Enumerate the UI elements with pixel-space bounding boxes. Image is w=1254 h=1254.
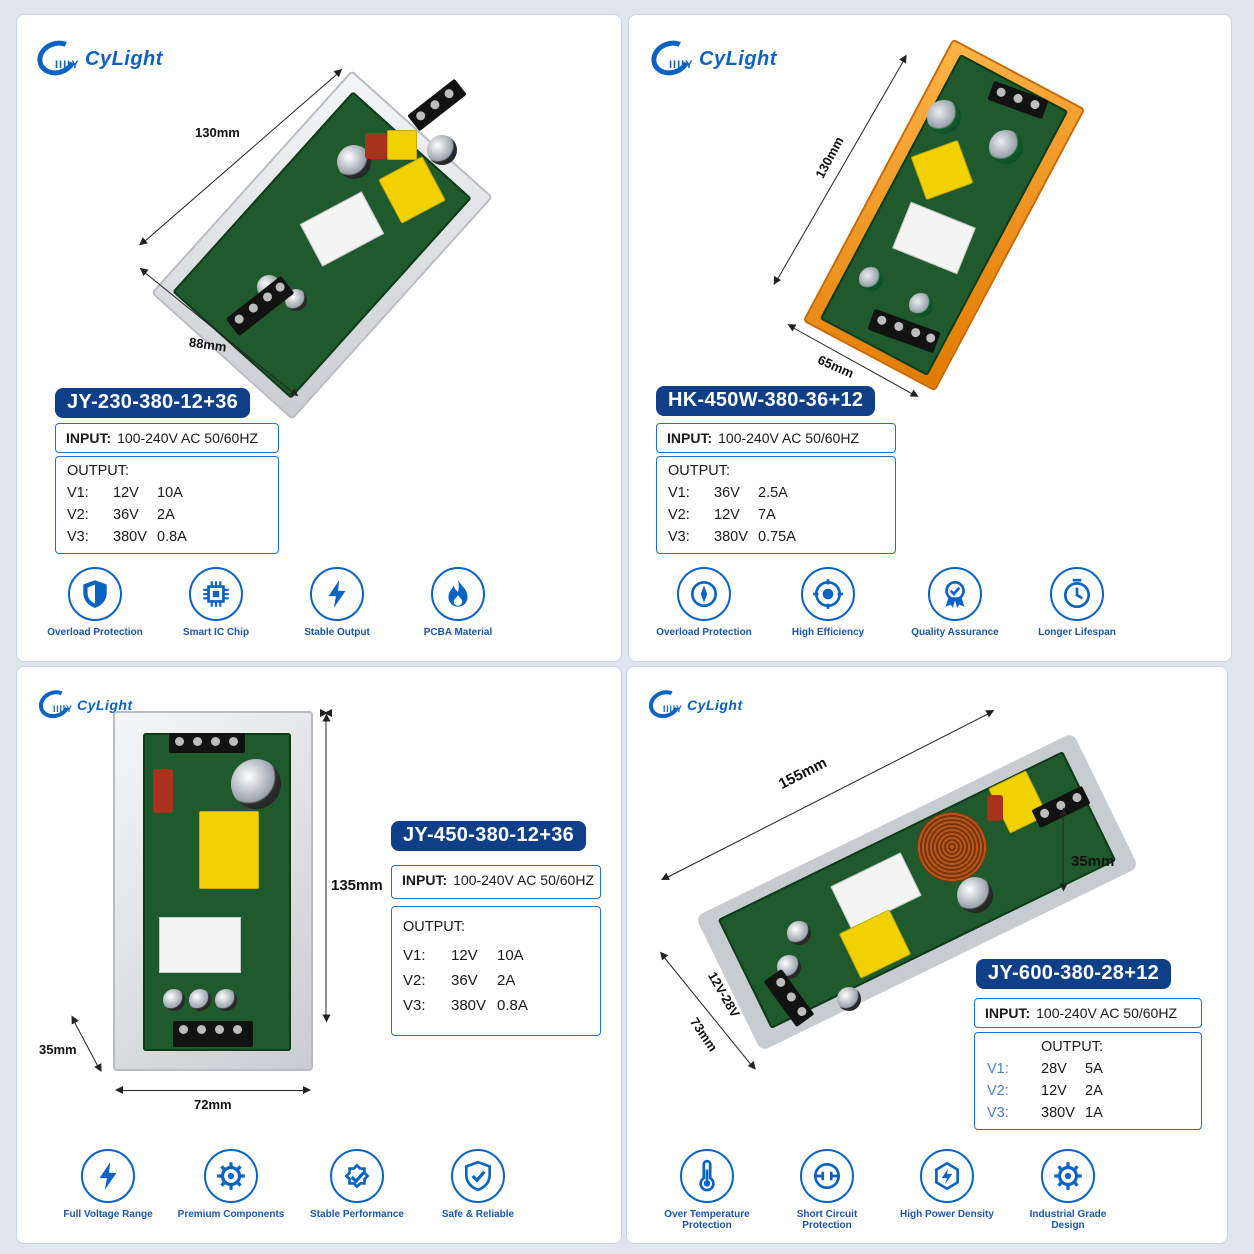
feature-longer-lifespan: Longer Lifespan (1022, 567, 1132, 638)
brand-logo: IIIIY CyLight (644, 685, 743, 725)
lightning-icon (310, 567, 364, 621)
feature-quality-assurance: Quality Assurance (900, 567, 1010, 638)
gear-icon (204, 1149, 258, 1203)
feature-stable-performance: Stable Performance (302, 1149, 412, 1220)
compass-icon (677, 567, 731, 621)
chip-icon (189, 567, 243, 621)
brand-mark-icon: IIIIY (646, 35, 705, 81)
thermometer-icon (680, 1149, 734, 1203)
feature-high-power-density: High Power Density (892, 1149, 1002, 1220)
product-image (113, 711, 323, 1073)
input-spec: INPUT:100-240V AC 50/60HZ (656, 423, 896, 453)
height-label: 35mm (1071, 853, 1115, 870)
feature-high-efficiency: High Efficiency (773, 567, 883, 638)
product-image (667, 697, 1139, 1077)
brand-logo: IIIIY CyLight (34, 685, 133, 725)
length-dimension-arrow (325, 715, 327, 1021)
model-badge: HK-450W-380-36+12 (656, 386, 876, 416)
brand-logo: IIIIY CyLight (646, 35, 777, 81)
input-spec: INPUT:100-240V AC 50/60HZ (55, 423, 279, 453)
width-dimension-arrow (115, 1086, 311, 1094)
input-spec: INPUT:100-240V AC 50/60HZ (974, 998, 1202, 1028)
lightning-icon (81, 1149, 135, 1203)
flame-icon (431, 567, 485, 621)
width-label: 72mm (194, 1097, 232, 1112)
model-badge: JY-230-380-12+36 (55, 388, 251, 418)
length-label: 130mm (195, 125, 240, 140)
feature-pcba-material: PCBA Material (403, 567, 513, 638)
feature-over-temperature-protection: Over Temperature Protection (652, 1149, 762, 1231)
height-label: 35mm (39, 1042, 77, 1057)
checkmark-icon (330, 1149, 384, 1203)
product-image (151, 55, 527, 421)
feature-premium-components: Premium Components (176, 1149, 286, 1220)
brand-mark-icon: IIIIY (32, 35, 91, 81)
clock-icon (1050, 567, 1104, 621)
product-card-2: IIIIY CyLight 130mm 65mm HK-450W-380-36+… (628, 14, 1232, 662)
model-badge: JY-450-380-12+36 (391, 821, 587, 851)
density-icon (920, 1149, 974, 1203)
feature-overload-protection: Overload Protection (649, 567, 759, 638)
gear-icon (1041, 1149, 1095, 1203)
feature-full-voltage-range: Full Voltage Range (53, 1149, 163, 1220)
product-card-1: IIIIY CyLight 130mm 88mm JY-230-380-12+3… (16, 14, 622, 662)
feature-stable-output: Stable Output (282, 567, 392, 638)
circuit-icon (800, 1149, 854, 1203)
product-card-3: IIIIY CyLight 135mm 72mm 35mm JY-450-380… (16, 666, 622, 1244)
brand-name: CyLight (699, 47, 777, 70)
brand-name: CyLight (77, 697, 133, 713)
badge-icon (928, 567, 982, 621)
shield-icon (68, 567, 122, 621)
feature-industrial-grade-design: Industrial Grade Design (1013, 1149, 1123, 1231)
feature-overload-protection: Overload Protection (40, 567, 150, 638)
height-dimension-arrow (1062, 809, 1064, 890)
brand-mark-icon: IIIIY (644, 685, 685, 723)
feature-safe-reliable: Safe & Reliable (423, 1149, 533, 1220)
feature-short-circuit-protection: Short Circuit Protection (772, 1149, 882, 1231)
model-badge: JY-600-380-28+12 (976, 959, 1172, 989)
length-label: 135mm (331, 877, 383, 894)
product-image (799, 35, 1099, 395)
input-spec: INPUT:100-240V AC 50/60HZ (391, 865, 601, 899)
brand-logo: IIIIY CyLight (32, 35, 163, 81)
brand-name: CyLight (687, 697, 743, 713)
feature-smart-ic-chip: Smart IC Chip (161, 567, 271, 638)
shield-check-icon (451, 1149, 505, 1203)
brand-name: CyLight (85, 47, 163, 70)
target-icon (801, 567, 855, 621)
brand-mark-icon: IIIIY (34, 685, 75, 723)
product-card-4: IIIIY CyLight 155mm 35mm 73mm 12V-28V JY… (626, 666, 1228, 1244)
